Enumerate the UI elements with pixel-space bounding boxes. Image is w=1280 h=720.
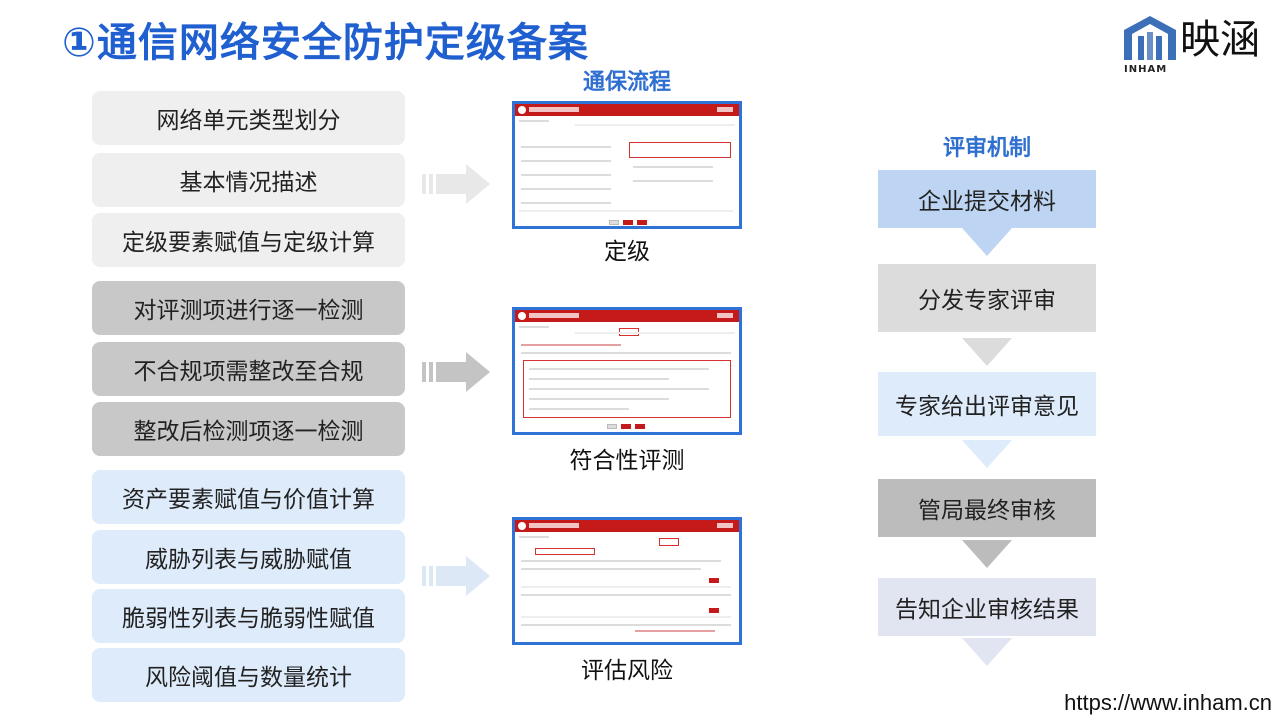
flow-item: 网络单元类型划分: [92, 91, 405, 145]
flow-item: 不合规项需整改至合规: [92, 342, 405, 396]
down-arrow-icon: [962, 440, 1012, 468]
inham-logo-icon: [1124, 16, 1176, 60]
flow-item: 风险阈值与数量统计: [92, 648, 405, 702]
screenshot-risk-assessment: [512, 517, 742, 645]
down-arrow-icon: [962, 540, 1012, 568]
logo-english-name: INHAM: [1124, 64, 1168, 75]
review-heading: 评审机制: [942, 136, 1031, 161]
brand-logo: 映涵 INHAM: [1122, 14, 1272, 75]
flow-item: 基本情况描述: [92, 153, 405, 207]
flow-item: 资产要素赋值与价值计算: [92, 470, 405, 524]
screenshot-caption: 定级: [604, 239, 650, 265]
flow-item: 脆弱性列表与脆弱性赋值: [92, 589, 405, 643]
right-arrow-icon: [422, 352, 490, 392]
flow-item: 定级要素赋值与定级计算: [92, 213, 405, 267]
review-step: 分发专家评审: [878, 264, 1096, 332]
down-arrow-icon: [962, 638, 1012, 666]
right-arrow-icon: [422, 164, 490, 204]
page-title: ①通信网络安全防护定级备案: [62, 20, 589, 66]
screenshot-grading: [512, 101, 742, 229]
screenshot-caption: 评估风险: [581, 658, 673, 684]
flow-item: 对评测项进行逐一检测: [92, 281, 405, 335]
review-step: 管局最终审核: [878, 479, 1096, 537]
review-step: 专家给出评审意见: [878, 372, 1096, 436]
review-step: 企业提交材料: [878, 170, 1096, 228]
down-arrow-icon: [962, 228, 1012, 256]
flow-heading: 通保流程: [582, 70, 671, 95]
logo-chinese-name: 映涵: [1180, 17, 1260, 63]
footer-url[interactable]: https://www.inham.cn: [1064, 690, 1272, 715]
screenshot-compliance: [512, 307, 742, 435]
right-arrow-icon: [422, 556, 490, 596]
screenshot-caption: 符合性评测: [569, 448, 685, 474]
review-step: 告知企业审核结果: [878, 578, 1096, 636]
down-arrow-icon: [962, 338, 1012, 366]
flow-item: 整改后检测项逐一检测: [92, 402, 405, 456]
flow-item: 威胁列表与威胁赋值: [92, 530, 405, 584]
